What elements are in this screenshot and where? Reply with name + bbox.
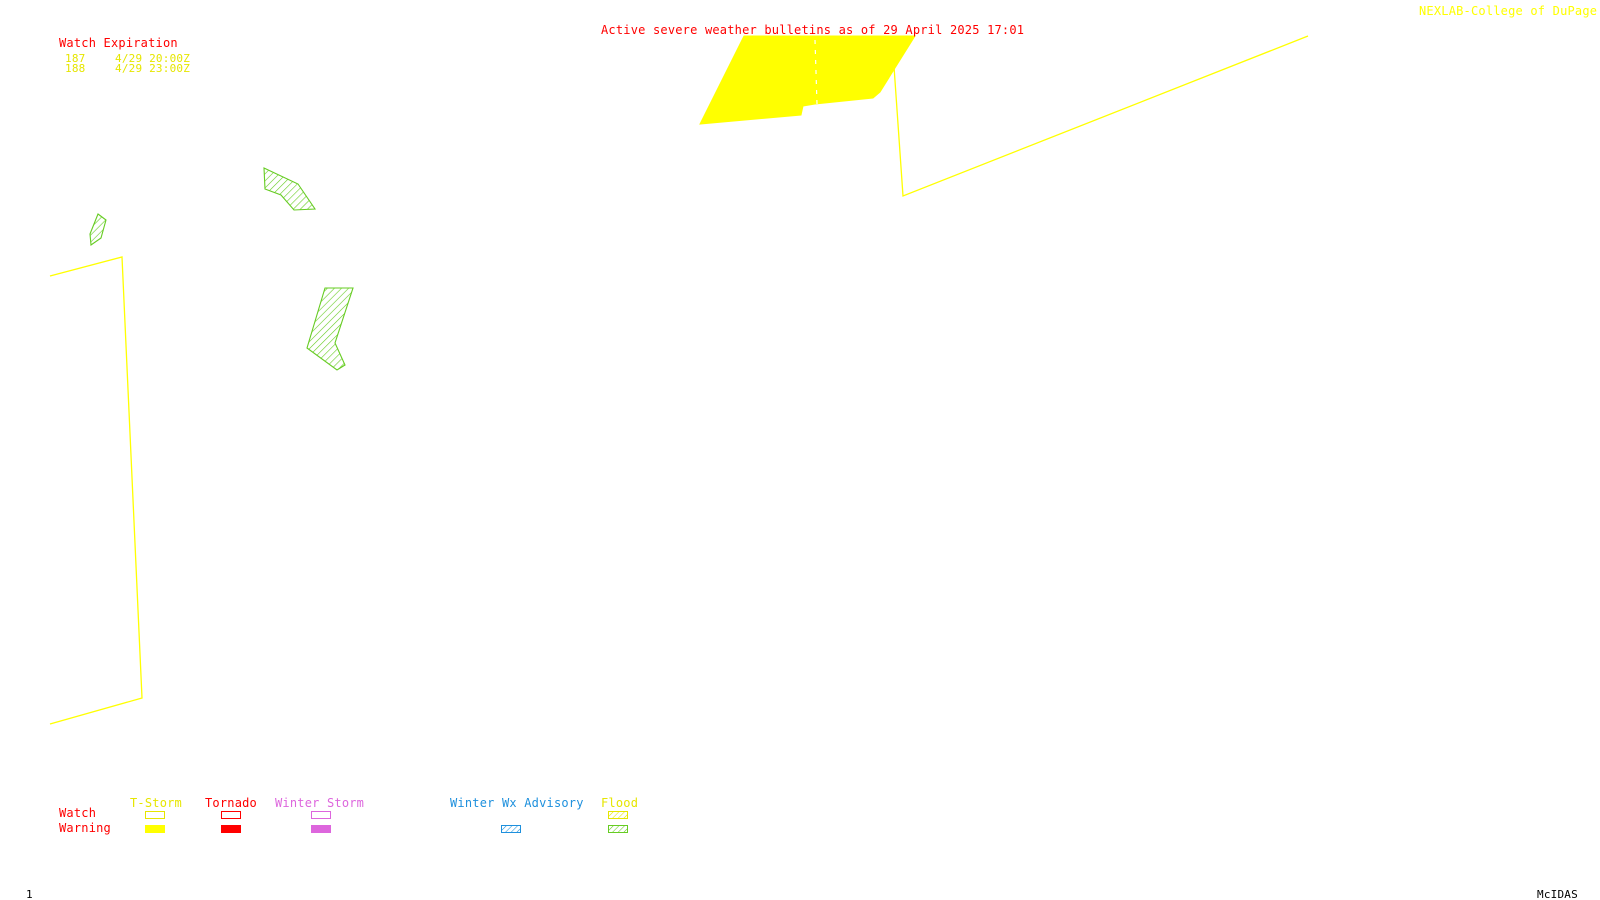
legend-tornado-warning-swatch [221, 825, 241, 833]
watch-expiration-time: 4/29 23:00Z [115, 62, 191, 75]
legend-label-tstorm: T-Storm [130, 796, 182, 810]
legend-tstorm-watch-swatch [145, 811, 165, 819]
software-label: McIDAS [1537, 888, 1578, 900]
legend-label-flood: Flood [601, 796, 639, 810]
legend-tornado-watch-swatch [221, 811, 241, 819]
frame-number: 1 [26, 888, 33, 900]
legend-label-winter-wx-advisory: Winter Wx Advisory [450, 796, 584, 810]
flood-warning-polygon-north [263, 167, 317, 211]
credit-label: NEXLAB-College of DuPage R [1419, 4, 1600, 18]
legend-winter-wx-advisory-swatch [501, 825, 521, 833]
bulletin-title: Active severe weather bulletins as of 29… [601, 23, 1025, 37]
legend-winter-storm-watch-swatch [311, 811, 331, 819]
legend-label-tornado: Tornado [205, 796, 257, 810]
watch-expiration-heading: Watch Expiration [59, 36, 178, 50]
legend-flood-warning-swatch [608, 825, 628, 833]
tstorm-watch-outline-west [49, 256, 143, 725]
tstorm-watch-outline-northeast [892, 35, 1309, 197]
flood-warning-polygon-south [306, 287, 354, 371]
watch-expiration-id: 187 [65, 52, 86, 65]
legend-row-label-watch: Watch [59, 806, 97, 820]
legend-flood-watch-swatch [608, 811, 628, 819]
tstorm-warning-seam [814, 39, 818, 105]
legend-label-winter-storm: Winter Storm [275, 796, 365, 810]
legend-row-label-warning: Warning [59, 821, 111, 835]
watch-expiration-time: 4/29 20:00Z [115, 52, 191, 65]
legend-winter-storm-warning-swatch [311, 825, 331, 833]
tstorm-warning-polygon [699, 35, 916, 125]
flood-warning-polygon-west [89, 213, 107, 246]
watch-expiration-id: 188 [65, 62, 86, 75]
legend-tstorm-warning-swatch [145, 825, 165, 833]
